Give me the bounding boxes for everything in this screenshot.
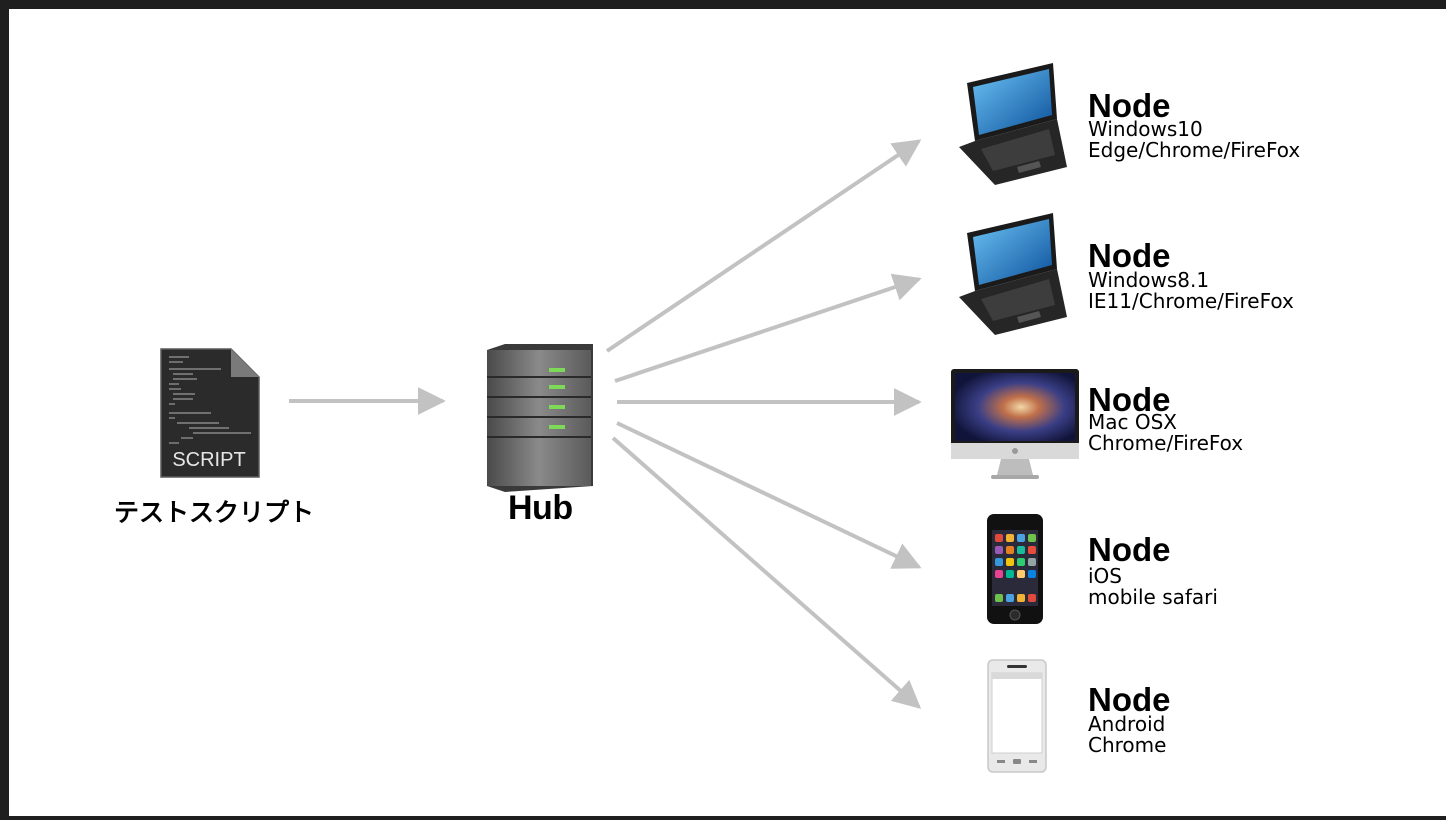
hub-led	[549, 368, 565, 372]
node-os: Windows8.1	[1088, 268, 1210, 292]
node-browsers: Chrome/FireFox	[1088, 431, 1244, 455]
node-title: Node	[1088, 237, 1171, 274]
node-browsers: mobile safari	[1088, 585, 1218, 609]
hub-label: Hub	[508, 489, 573, 527]
node-os: Mac OSX	[1088, 410, 1178, 434]
laptop-icon	[959, 63, 1067, 185]
node-os: Windows10	[1088, 117, 1203, 141]
arrow-hub-to-node-1	[605, 139, 922, 353]
script-document-icon: SCRIPT	[160, 348, 260, 478]
arrow-hub-to-node-2	[614, 273, 922, 383]
hub-led	[549, 405, 565, 409]
hub-led	[549, 425, 565, 429]
diagram-canvas: SCRIPT テストスクリプト Hub	[9, 9, 1446, 816]
node-browsers: Chrome	[1088, 733, 1167, 757]
iphone-icon	[987, 514, 1043, 624]
arrow-hub-to-node-4	[616, 421, 922, 569]
script-icon-text: SCRIPT	[172, 449, 245, 471]
hub-server-icon	[487, 344, 593, 492]
node-title: Node	[1088, 381, 1171, 418]
node-os: iOS	[1088, 564, 1122, 588]
node-title: Node	[1088, 87, 1171, 124]
node-browsers: IE11/Chrome/FireFox	[1088, 289, 1294, 313]
node-browsers: Edge/Chrome/FireFox	[1088, 138, 1301, 162]
android-phone-icon	[987, 659, 1047, 773]
node-title: Node	[1088, 681, 1171, 718]
imac-icon	[951, 369, 1079, 479]
node-os: Android	[1088, 712, 1166, 736]
node-title: Node	[1088, 531, 1171, 568]
hub-led	[549, 385, 565, 389]
arrows-layer	[289, 139, 922, 709]
arrow-hub-to-node-5	[611, 436, 922, 709]
script-label: テストスクリプト	[114, 498, 315, 527]
laptop-icon	[959, 213, 1067, 335]
